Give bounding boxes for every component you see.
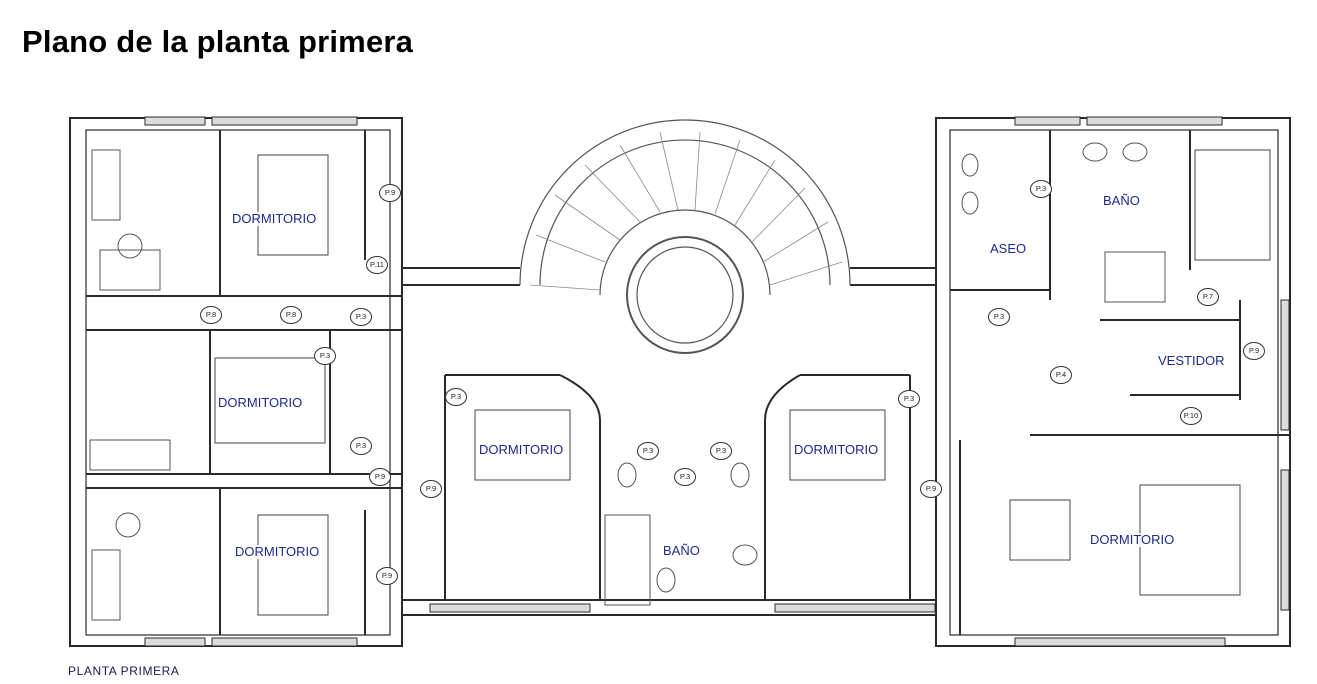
plan-title: Plano de la planta primera <box>22 24 414 59</box>
room-label-dormitorio: DORMITORIO <box>232 211 317 226</box>
door-tag: P.3 <box>350 308 372 326</box>
door-tag: P.10 <box>1180 407 1202 425</box>
door-tag: P.9 <box>376 567 398 585</box>
door-tag: P.3 <box>445 388 467 406</box>
room-label-bano: BAÑO <box>663 543 700 558</box>
door-tag: P.8 <box>200 306 222 324</box>
bed <box>214 357 326 444</box>
plan-caption: PLANTA PRIMERA <box>68 664 180 678</box>
door-tag: P.9 <box>369 468 391 486</box>
bed <box>257 514 329 616</box>
door-tag: P.9 <box>420 480 442 498</box>
room-label-dormitorio: DORMITORIO <box>794 442 879 457</box>
door-tag: P.7 <box>1197 288 1219 306</box>
spiral-staircase <box>519 119 851 354</box>
door-tag: P.3 <box>1030 180 1052 198</box>
bed <box>257 154 329 256</box>
door-tag: P.3 <box>898 390 920 408</box>
door-tag: P.3 <box>674 468 696 486</box>
bed <box>474 409 571 481</box>
door-tag: P.8 <box>280 306 302 324</box>
door-tag: P.11 <box>366 256 388 274</box>
door-tag: P.4 <box>1050 366 1072 384</box>
door-tag: P.9 <box>379 184 401 202</box>
door-tag: P.3 <box>988 308 1010 326</box>
door-tag: P.3 <box>314 347 336 365</box>
door-tag: P.9 <box>920 480 942 498</box>
room-label-dormitorio: DORMITORIO <box>1090 532 1175 547</box>
room-label-bano: BAÑO <box>1103 193 1140 208</box>
bed <box>789 409 886 481</box>
room-label-dormitorio: DORMITORIO <box>479 442 564 457</box>
room-label-vestidor: VESTIDOR <box>1158 353 1225 368</box>
door-tag: P.9 <box>1243 342 1265 360</box>
room-label-dormitorio: DORMITORIO <box>218 395 303 410</box>
door-tag: P.3 <box>710 442 732 460</box>
central-body-outline <box>402 267 936 616</box>
room-label-dormitorio: DORMITORIO <box>235 544 320 559</box>
room-label-aseo: ASEO <box>990 241 1027 256</box>
door-tag: P.3 <box>350 437 372 455</box>
door-tag: P.3 <box>637 442 659 460</box>
